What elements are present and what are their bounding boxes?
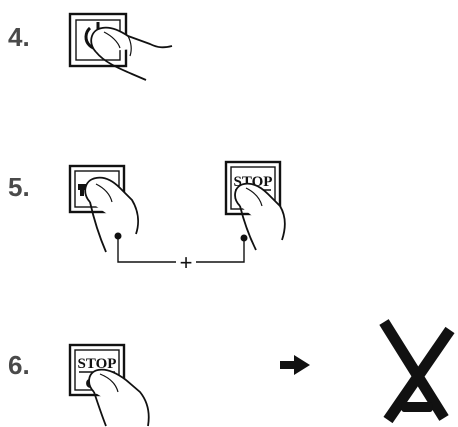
hand-icon [88, 368, 150, 427]
step-6-number: 6. [8, 350, 30, 380]
stop-label: STOP [78, 356, 117, 372]
no-iron-icon [379, 319, 455, 424]
key-button-diagram [68, 164, 139, 253]
step-5-number: 5. [8, 172, 30, 202]
hand-icon [234, 182, 286, 251]
stop-go-button-diagram-step5: STOP GO [224, 160, 286, 251]
arrow-right-icon [280, 355, 310, 375]
step-4-number: 4. [8, 22, 30, 52]
combination-connector: + [117, 236, 245, 275]
power-button-diagram [68, 12, 173, 81]
stop-go-button-diagram-step6: STOP GO [68, 343, 150, 427]
plus-symbol: + [180, 250, 193, 275]
hand-icon [84, 176, 139, 253]
hand-icon [90, 26, 173, 81]
